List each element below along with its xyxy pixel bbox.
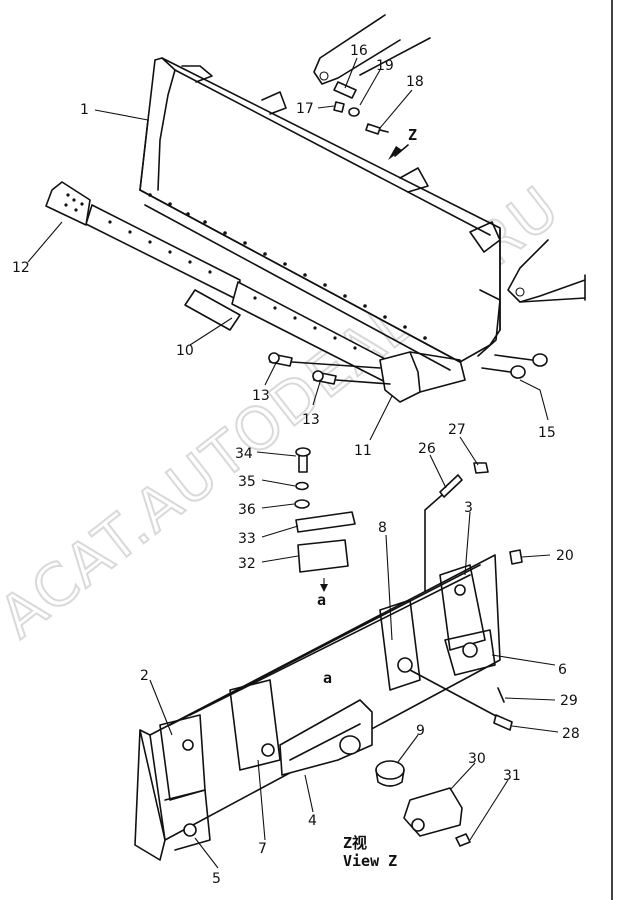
callout-10: 10 bbox=[176, 343, 194, 359]
callout-27: 27 bbox=[448, 422, 466, 438]
callout-15: 15 bbox=[538, 425, 556, 441]
arm-4 bbox=[279, 699, 373, 776]
pin-29 bbox=[497, 687, 505, 703]
fitting-20 bbox=[509, 549, 523, 565]
callout-36: 36 bbox=[238, 502, 256, 518]
pin-26 bbox=[439, 474, 463, 498]
plate-33 bbox=[295, 511, 356, 533]
caption-cn: Z视 bbox=[343, 834, 367, 852]
callout-19: 19 bbox=[376, 58, 394, 74]
leader-lines bbox=[27, 57, 559, 869]
callout-35: 35 bbox=[238, 474, 256, 490]
callout-26: 26 bbox=[418, 441, 436, 457]
callout-11: 11 bbox=[354, 443, 372, 459]
frame bbox=[134, 554, 501, 861]
fitting-27 bbox=[473, 462, 489, 474]
blade bbox=[139, 57, 501, 371]
callout-8: 8 bbox=[378, 520, 387, 536]
callout-30: 30 bbox=[468, 751, 486, 767]
bolt-18 bbox=[365, 123, 381, 135]
callout-1: 1 bbox=[80, 102, 89, 118]
callout-28: 28 bbox=[562, 726, 580, 742]
nut-36 bbox=[294, 499, 310, 509]
view-letter-z: Z bbox=[408, 126, 417, 144]
callout-20: 20 bbox=[556, 548, 574, 564]
callout-7: 7 bbox=[258, 841, 267, 857]
callout-29: 29 bbox=[560, 693, 578, 709]
callout-13-lower: 13 bbox=[302, 412, 320, 428]
bushing-9 bbox=[375, 760, 405, 780]
section-mark-lower: a bbox=[323, 669, 332, 687]
callout-34: 34 bbox=[235, 446, 253, 462]
nut-15 bbox=[532, 353, 548, 367]
arm-bracket bbox=[313, 14, 401, 85]
callout-13-upper: 13 bbox=[252, 388, 270, 404]
callout-32: 32 bbox=[238, 556, 256, 572]
callout-2: 2 bbox=[140, 668, 149, 684]
view-z-arrow bbox=[394, 144, 409, 157]
callout-31: 31 bbox=[503, 768, 521, 784]
callout-6: 6 bbox=[558, 662, 567, 678]
callout-3: 3 bbox=[464, 500, 473, 516]
pin-16 bbox=[333, 81, 357, 99]
washer-19 bbox=[348, 107, 360, 117]
callout-5: 5 bbox=[212, 871, 221, 887]
section-mark-upper: a bbox=[317, 591, 326, 609]
callout-4: 4 bbox=[308, 813, 317, 829]
callout-18: 18 bbox=[406, 74, 424, 90]
callout-16: 16 bbox=[350, 43, 368, 59]
callout-17: 17 bbox=[296, 101, 314, 117]
washer-35 bbox=[295, 481, 309, 491]
callout-33: 33 bbox=[238, 531, 256, 547]
plate-32 bbox=[297, 539, 349, 573]
plate-17 bbox=[333, 101, 345, 113]
callout-12: 12 bbox=[12, 260, 30, 276]
end-bit-11 bbox=[379, 351, 421, 403]
fitting-31 bbox=[455, 833, 471, 847]
caption-en: View Z bbox=[343, 852, 397, 870]
bolt-28 bbox=[493, 714, 513, 731]
callout-9: 9 bbox=[416, 723, 425, 739]
end-bit-12 bbox=[45, 181, 91, 226]
callouts: 1 16 19 18 17 12 10 13 13 11 15 34 35 36… bbox=[12, 43, 580, 887]
